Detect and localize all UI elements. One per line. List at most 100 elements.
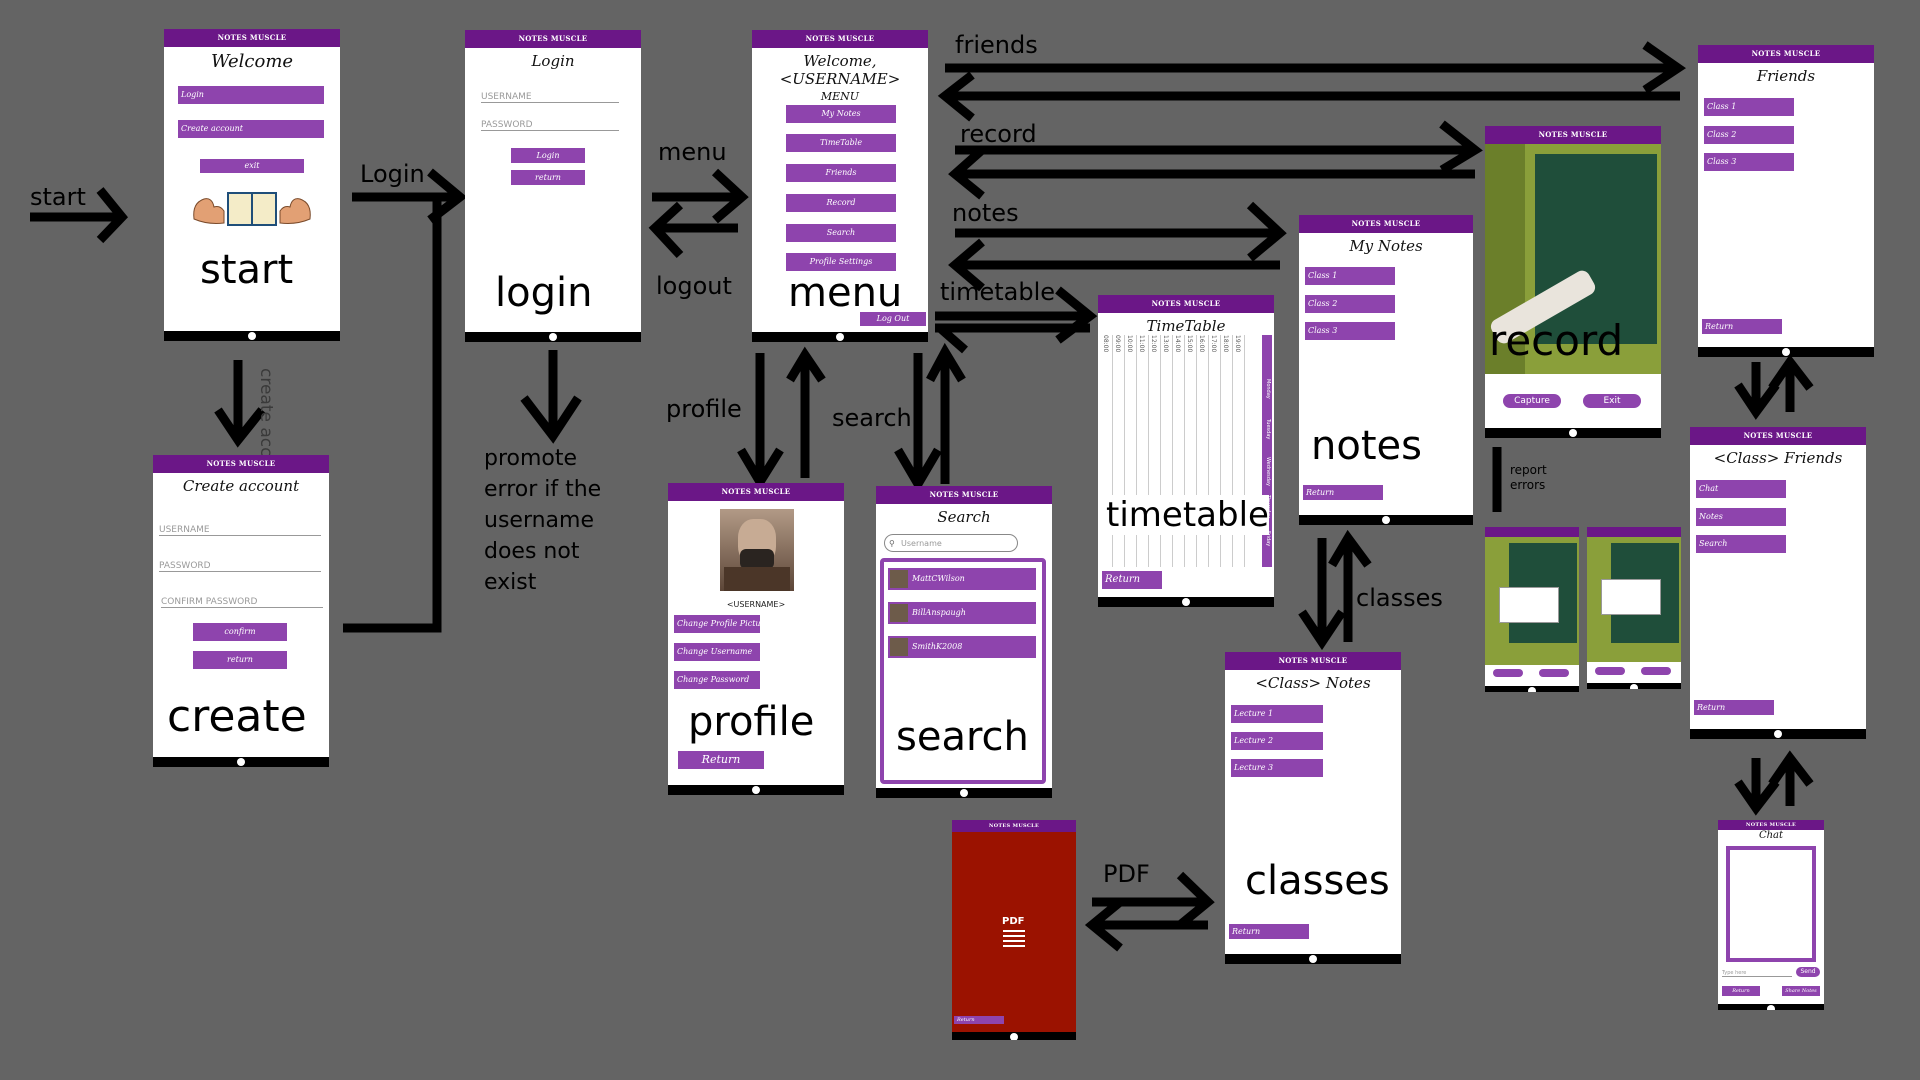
change-password-button[interactable]: Change Password <box>674 671 760 689</box>
phone-bar <box>153 757 329 767</box>
create-account-button[interactable]: Create account <box>178 120 324 138</box>
flow-label-notes: notes <box>952 199 1019 227</box>
app-header <box>1587 527 1681 537</box>
phone-bar <box>952 1032 1076 1040</box>
app-header: NOTES MUSCLE <box>952 820 1076 832</box>
class-2-button[interactable]: Class 2 <box>1305 295 1395 313</box>
phone-bar <box>465 332 641 342</box>
grid-line <box>1232 335 1233 567</box>
flow-label-start: start <box>30 183 86 211</box>
return-button[interactable]: return <box>511 170 585 185</box>
record-button[interactable]: Record <box>786 194 896 212</box>
flow-label-pdf: PDF <box>1103 860 1150 888</box>
phone-bar <box>1485 686 1579 692</box>
log-out-button[interactable]: Log Out <box>860 312 926 326</box>
app-header: NOTES MUSCLE <box>668 483 844 501</box>
search-input[interactable]: Username <box>884 534 1018 552</box>
app-header: NOTES MUSCLE <box>153 455 329 473</box>
class-1-button[interactable]: Class 1 <box>1704 98 1794 116</box>
friends-screen: NOTES MUSCLE Friends Class 1 Class 2 Cla… <box>1698 45 1874 357</box>
search-result-row[interactable]: BillAnspaugh <box>888 602 1036 624</box>
chat-input[interactable]: Type here <box>1722 970 1792 977</box>
my-notes-button[interactable]: My Notes <box>786 105 896 123</box>
menu-screen: NOTES MUSCLE Welcome, <USERNAME> MENU My… <box>752 30 928 342</box>
search-button[interactable]: Search <box>786 224 896 242</box>
notes-screen: NOTES MUSCLE My Notes Class 1 Class 2 Cl… <box>1299 215 1473 525</box>
days-column <box>1262 335 1272 567</box>
grid-line <box>1160 335 1161 567</box>
phone-bar <box>1718 1004 1824 1010</box>
profile-settings-button[interactable]: Profile Settings <box>786 253 896 271</box>
friends-button[interactable]: Friends <box>786 164 896 182</box>
my-notes-title: My Notes <box>1349 237 1423 255</box>
class-friends-screen: NOTES MUSCLE <Class> Friends Chat Notes … <box>1690 427 1866 739</box>
timetable-button[interactable]: TimeTable <box>786 134 896 152</box>
notes-button[interactable]: Notes <box>1696 508 1786 526</box>
avatar <box>890 570 908 588</box>
username-field[interactable]: USERNAME <box>481 92 619 103</box>
result-username: SmithK2008 <box>912 642 963 651</box>
capture-button[interactable] <box>1493 669 1523 677</box>
chat-title: Chat <box>1758 830 1784 841</box>
chat-screen: NOTES MUSCLE Chat Type here Send Return … <box>1718 820 1824 1010</box>
search-caption: search <box>896 714 1029 760</box>
search-result-row[interactable]: SmithK2008 <box>888 636 1036 658</box>
app-header: NOTES MUSCLE <box>1299 215 1473 233</box>
error-dialog <box>1499 587 1559 623</box>
friends-title: Friends <box>1756 67 1816 85</box>
search-result-row[interactable]: MattCWilson <box>888 568 1036 590</box>
time-label: 16:00 <box>1198 335 1205 353</box>
return-button[interactable]: return <box>193 651 287 669</box>
grid-line <box>1112 335 1113 567</box>
exit-button[interactable] <box>1641 667 1671 675</box>
return-button[interactable]: Return <box>1303 485 1383 500</box>
return-button[interactable]: Return <box>1694 700 1774 715</box>
exit-button[interactable] <box>1539 669 1569 677</box>
grid-line <box>1208 335 1209 567</box>
lecture-3-button[interactable]: Lecture 3 <box>1231 759 1323 777</box>
return-button[interactable]: Return <box>678 751 764 769</box>
login-caption: login <box>495 270 593 316</box>
phone-bar <box>876 788 1052 798</box>
login-button[interactable]: Login <box>178 86 324 104</box>
time-label: 19:00 <box>1234 335 1241 353</box>
return-button[interactable]: Return <box>1722 986 1760 996</box>
exit-button[interactable]: Exit <box>1583 394 1641 408</box>
password-field[interactable]: PASSWORD <box>159 561 321 572</box>
avatar <box>890 638 908 656</box>
class-1-button[interactable]: Class 1 <box>1305 267 1395 285</box>
password-field[interactable]: PASSWORD <box>481 120 619 131</box>
confirm-button[interactable]: confirm <box>193 623 287 641</box>
login-button[interactable]: Login <box>511 148 585 163</box>
create-screen: NOTES MUSCLE Create account USERNAME PAS… <box>153 455 329 767</box>
record-error-screen-2 <box>1587 527 1681 689</box>
grid-line <box>1172 335 1173 567</box>
return-button[interactable]: Return <box>1229 924 1309 939</box>
change-profile-picture-button[interactable]: Change Profile Picture <box>674 615 760 633</box>
chat-button[interactable]: Chat <box>1696 480 1786 498</box>
class-3-button[interactable]: Class 3 <box>1305 322 1395 340</box>
confirm-password-field[interactable]: CONFIRM PASSWORD <box>161 597 323 608</box>
search-button[interactable]: Search <box>1696 535 1786 553</box>
phone-bar <box>668 785 844 795</box>
lecture-1-button[interactable]: Lecture 1 <box>1231 705 1323 723</box>
class-2-button[interactable]: Class 2 <box>1704 126 1794 144</box>
day-label: Tuesday <box>1265 419 1271 440</box>
exit-button[interactable]: exit <box>200 159 304 173</box>
return-button[interactable]: Return <box>1702 319 1782 334</box>
capture-button[interactable] <box>1595 667 1625 675</box>
flow-label-login: Login <box>360 160 425 188</box>
capture-button[interactable]: Capture <box>1503 394 1561 408</box>
username-field[interactable]: USERNAME <box>159 525 321 536</box>
return-button[interactable]: Return <box>1102 571 1162 589</box>
avatar <box>890 604 908 622</box>
send-button[interactable]: Send <box>1796 967 1820 977</box>
return-button[interactable]: Return <box>954 1016 1004 1024</box>
phone-bar <box>752 332 928 342</box>
change-username-button[interactable]: Change Username <box>674 643 760 661</box>
share-notes-button[interactable]: Share Notes <box>1782 986 1820 996</box>
flow-label-classes: classes <box>1356 584 1443 612</box>
lecture-2-button[interactable]: Lecture 2 <box>1231 732 1323 750</box>
class-3-button[interactable]: Class 3 <box>1704 153 1794 171</box>
